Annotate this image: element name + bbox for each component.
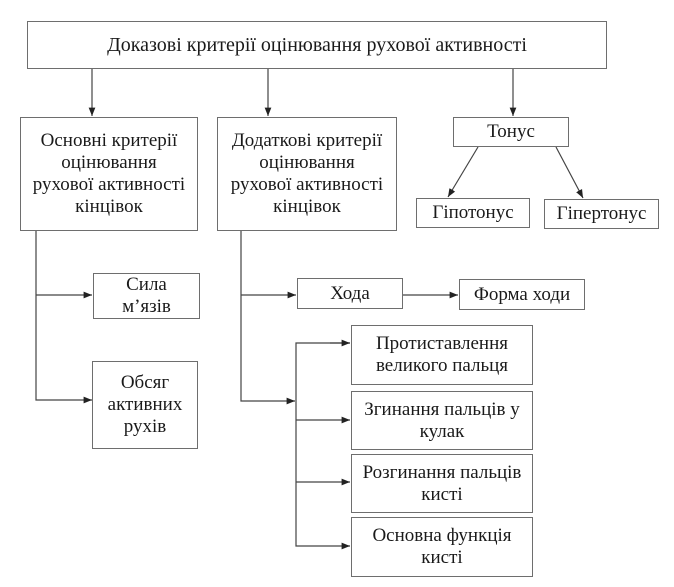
finger-extension-box: Розгинання пальців кисті bbox=[351, 454, 533, 513]
muscle-strength-box: Сила м’язів bbox=[93, 273, 200, 319]
additional-trunk bbox=[240, 231, 295, 405]
gait-form-label: Форма ходи bbox=[473, 283, 571, 305]
thumb-opposition-box: Протиставлення великого пальця bbox=[351, 325, 533, 385]
finger-flexion-box: Згинання пальців у кулак bbox=[351, 391, 533, 450]
hand-trunk bbox=[295, 342, 350, 550]
muscle-strength-label: Сила м’язів bbox=[122, 274, 171, 317]
main-criteria-label: Основні критерії оцінювання рухової акти… bbox=[32, 130, 186, 217]
root-label: Доказові критерії оцінювання рухової акт… bbox=[107, 34, 527, 56]
root-box: Доказові критерії оцінювання рухової акт… bbox=[27, 21, 607, 69]
finger-extension-label: Розгинання пальців кисті bbox=[362, 461, 522, 505]
hypertonus-label: Гіпертонус bbox=[556, 203, 647, 224]
thumb-opposition-label: Протиставлення великого пальця bbox=[375, 333, 509, 376]
hypotonus-label: Гіпотонус bbox=[432, 202, 514, 223]
arrow-tone-to-hypotonus bbox=[447, 146, 479, 198]
gait-box: Хода bbox=[297, 278, 403, 309]
hypotonus-box: Гіпотонус bbox=[416, 198, 530, 228]
additional-criteria-box: Додаткові критерії оцінювання рухової ак… bbox=[217, 117, 397, 231]
tone-label: Тонус bbox=[487, 121, 535, 142]
hand-main-function-box: Основна функція кисті bbox=[351, 517, 533, 577]
additional-criteria-label: Додаткові критерії оцінювання рухової ак… bbox=[230, 130, 384, 217]
gait-form-box: Форма ходи bbox=[459, 279, 585, 310]
main-criteria-box: Основні критерії оцінювання рухової акти… bbox=[20, 117, 198, 231]
active-range-box: Обсяг активних рухів bbox=[92, 361, 198, 449]
gait-label: Хода bbox=[330, 282, 370, 304]
tone-box: Тонус bbox=[453, 117, 569, 147]
arrow-tone-to-hypertonus bbox=[555, 146, 584, 199]
hypertonus-box: Гіпертонус bbox=[544, 199, 659, 229]
main-trunk bbox=[35, 231, 92, 404]
hand-main-function-label: Основна функція кисті bbox=[372, 525, 512, 568]
active-range-label: Обсяг активних рухів bbox=[107, 372, 183, 437]
finger-flexion-label: Згинання пальців у кулак bbox=[364, 398, 520, 442]
